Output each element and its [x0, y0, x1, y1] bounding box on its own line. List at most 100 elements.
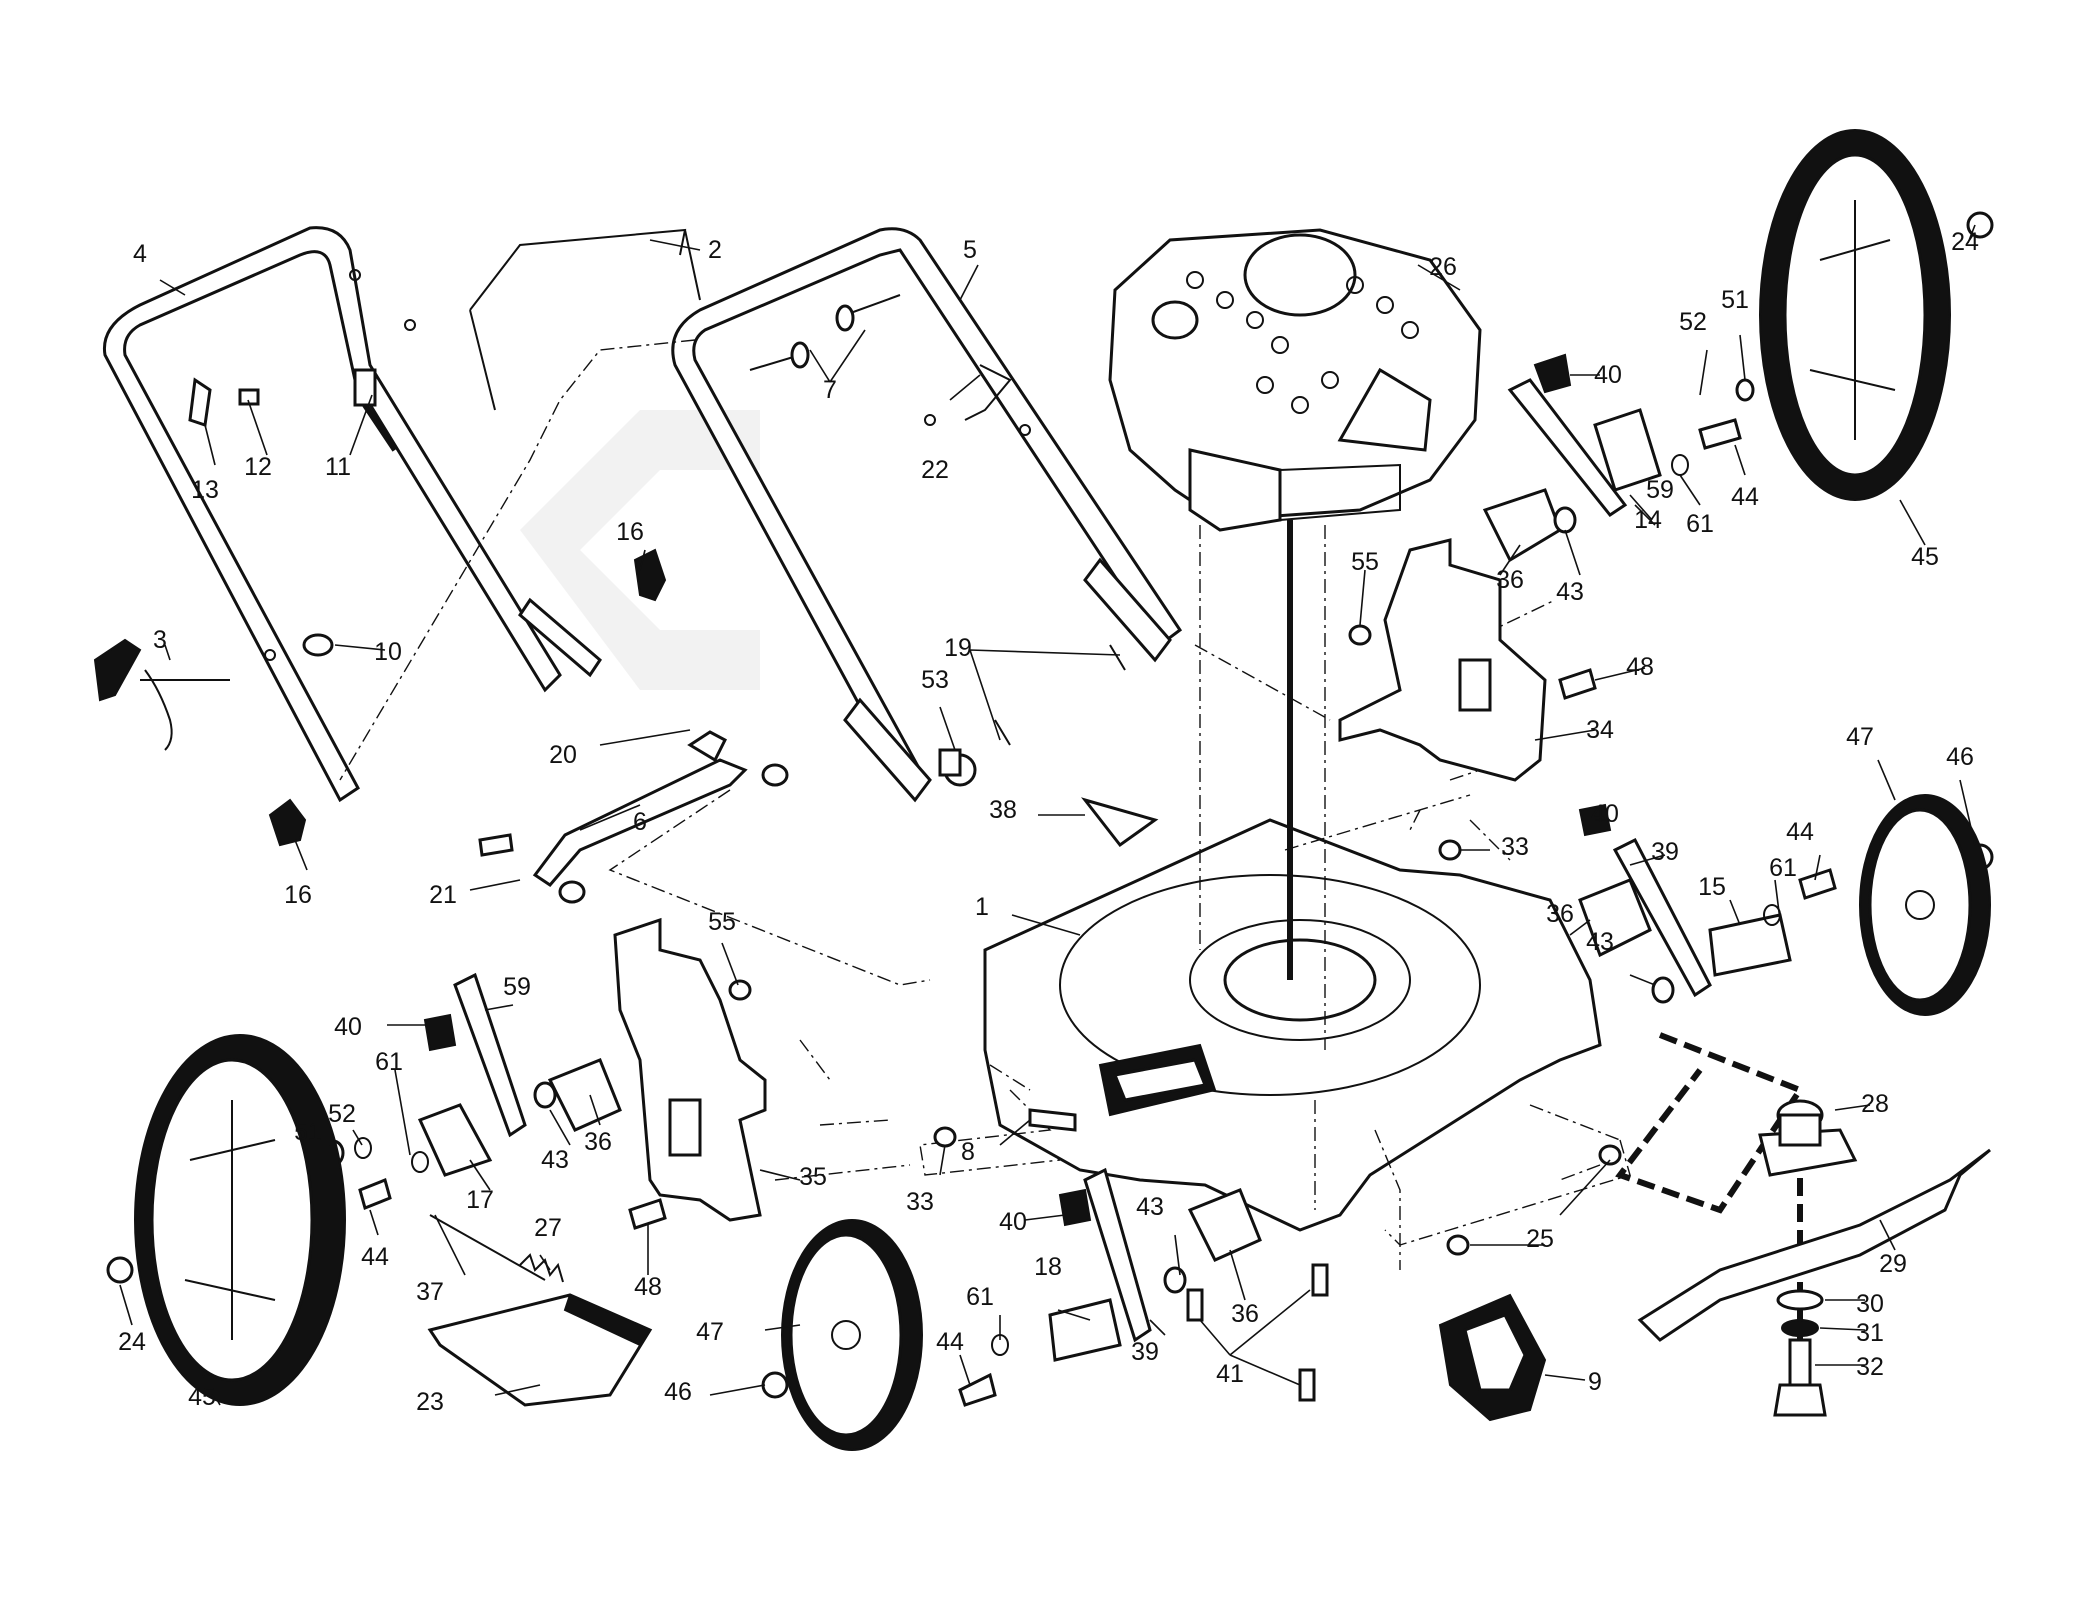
callout-55: 55 — [708, 908, 736, 936]
callout-8: 8 — [961, 1138, 975, 1166]
callout-20: 20 — [549, 741, 577, 769]
callout-3: 3 — [153, 626, 167, 654]
nut-part — [302, 633, 334, 657]
callout-16: 16 — [284, 881, 312, 909]
hairpin-clip — [994, 644, 1126, 746]
callout-59: 59 — [1646, 476, 1674, 504]
rear-wheel-right — [1759, 129, 1951, 501]
callout-43: 43 — [1136, 1193, 1164, 1221]
callout-61: 61 — [966, 1283, 994, 1311]
callout-32: 32 — [1856, 1353, 1884, 1381]
callout-55: 55 — [1351, 548, 1379, 576]
callout-59: 59 — [503, 973, 531, 1001]
callout-33: 33 — [906, 1188, 934, 1216]
rear-wheel-left — [134, 1034, 346, 1406]
shoulder-bolt — [358, 418, 1837, 1407]
knob-part — [268, 548, 667, 847]
front-wheel-right — [1859, 794, 1991, 1016]
pivot-bracket — [417, 408, 1792, 1362]
callout-4: 4 — [133, 240, 147, 268]
callout-36: 36 — [1546, 900, 1574, 928]
blade-bolt — [1773, 1289, 1827, 1417]
callout-44: 44 — [361, 1243, 389, 1271]
callout-47: 47 — [1846, 723, 1874, 751]
watermark-logo — [520, 410, 760, 690]
adjuster-plate — [547, 488, 1652, 1262]
callout-11: 11 — [325, 453, 351, 481]
callout-45: 45 — [188, 1383, 216, 1411]
callout-40: 40 — [334, 1013, 362, 1041]
callout-35: 35 — [799, 1163, 827, 1191]
mower-blade — [1637, 1148, 1991, 1342]
cable-clamp — [938, 748, 977, 787]
callout-2: 2 — [708, 236, 722, 264]
callout-61: 61 — [375, 1048, 403, 1076]
blade-adapter — [1758, 1099, 1858, 1177]
flap-rod — [429, 1214, 564, 1283]
callout-18: 18 — [1034, 1253, 1062, 1281]
height-lever — [453, 378, 1712, 1343]
callout-21: 21 — [429, 881, 457, 909]
deck-insert — [1028, 797, 1159, 1132]
callout-36: 36 — [584, 1128, 612, 1156]
callout-52: 52 — [328, 1100, 356, 1128]
callout-40: 40 — [1591, 800, 1619, 828]
callout-29: 29 — [1879, 1250, 1907, 1278]
callout-19: 19 — [944, 634, 972, 662]
callout-22: 22 — [921, 456, 949, 484]
callout-41: 41 — [1216, 1360, 1244, 1388]
callout-43: 43 — [1586, 928, 1614, 956]
callout-39: 39 — [1131, 1338, 1159, 1366]
callout-44: 44 — [1731, 483, 1759, 511]
callout-6: 6 — [633, 808, 647, 836]
wheel-bracket-right — [1338, 538, 1547, 782]
callout-44: 44 — [1786, 818, 1814, 846]
callout-24: 24 — [1951, 228, 1979, 256]
callout-5: 5 — [963, 236, 977, 264]
callout-43: 43 — [541, 1146, 569, 1174]
callout-31: 31 — [1856, 1319, 1884, 1347]
front-wheel-left — [781, 1219, 923, 1451]
callout-1: 1 — [975, 893, 989, 921]
control-bar — [469, 228, 701, 411]
callout-34: 34 — [1586, 716, 1614, 744]
callout-9: 9 — [1588, 1368, 1602, 1396]
callout-17: 17 — [466, 1186, 494, 1214]
lower-handle — [671, 227, 1183, 803]
callout-51: 51 — [294, 1118, 322, 1146]
leader-lines — [119, 224, 1976, 1406]
callout-15: 15 — [1698, 873, 1726, 901]
callout-48: 48 — [634, 1273, 662, 1301]
callout-26: 26 — [1429, 253, 1457, 281]
callout-44: 44 — [936, 1328, 964, 1356]
callout-43: 43 — [1556, 578, 1584, 606]
callout-38: 38 — [989, 796, 1017, 824]
callout-25: 25 — [1526, 1225, 1554, 1253]
callout-33: 33 — [1501, 833, 1529, 861]
engine — [1108, 228, 1482, 532]
discharge-deflector — [1438, 1293, 1547, 1422]
upper-handle-left — [102, 226, 602, 803]
adjust-rod — [478, 730, 789, 904]
callout-36: 36 — [1231, 1300, 1259, 1328]
callout-61: 61 — [1686, 510, 1714, 538]
callout-40: 40 — [999, 1208, 1027, 1236]
callout-48: 48 — [1626, 653, 1654, 681]
callout-16: 16 — [616, 518, 644, 546]
callout-37: 37 — [416, 1278, 444, 1306]
lever-grip — [423, 353, 1612, 1227]
nut-part — [106, 211, 1994, 1399]
wheel-bracket-left — [613, 917, 767, 1222]
callout-24: 24 — [118, 1328, 146, 1356]
callout-13: 13 — [191, 476, 219, 504]
cable-tie — [964, 364, 1012, 421]
callout-10: 10 — [374, 638, 402, 666]
knob-part — [93, 638, 230, 751]
callout-36: 36 — [1496, 566, 1524, 594]
callout-12: 12 — [244, 453, 272, 481]
callout-45: 45 — [1911, 543, 1939, 571]
spring-part — [353, 368, 398, 452]
